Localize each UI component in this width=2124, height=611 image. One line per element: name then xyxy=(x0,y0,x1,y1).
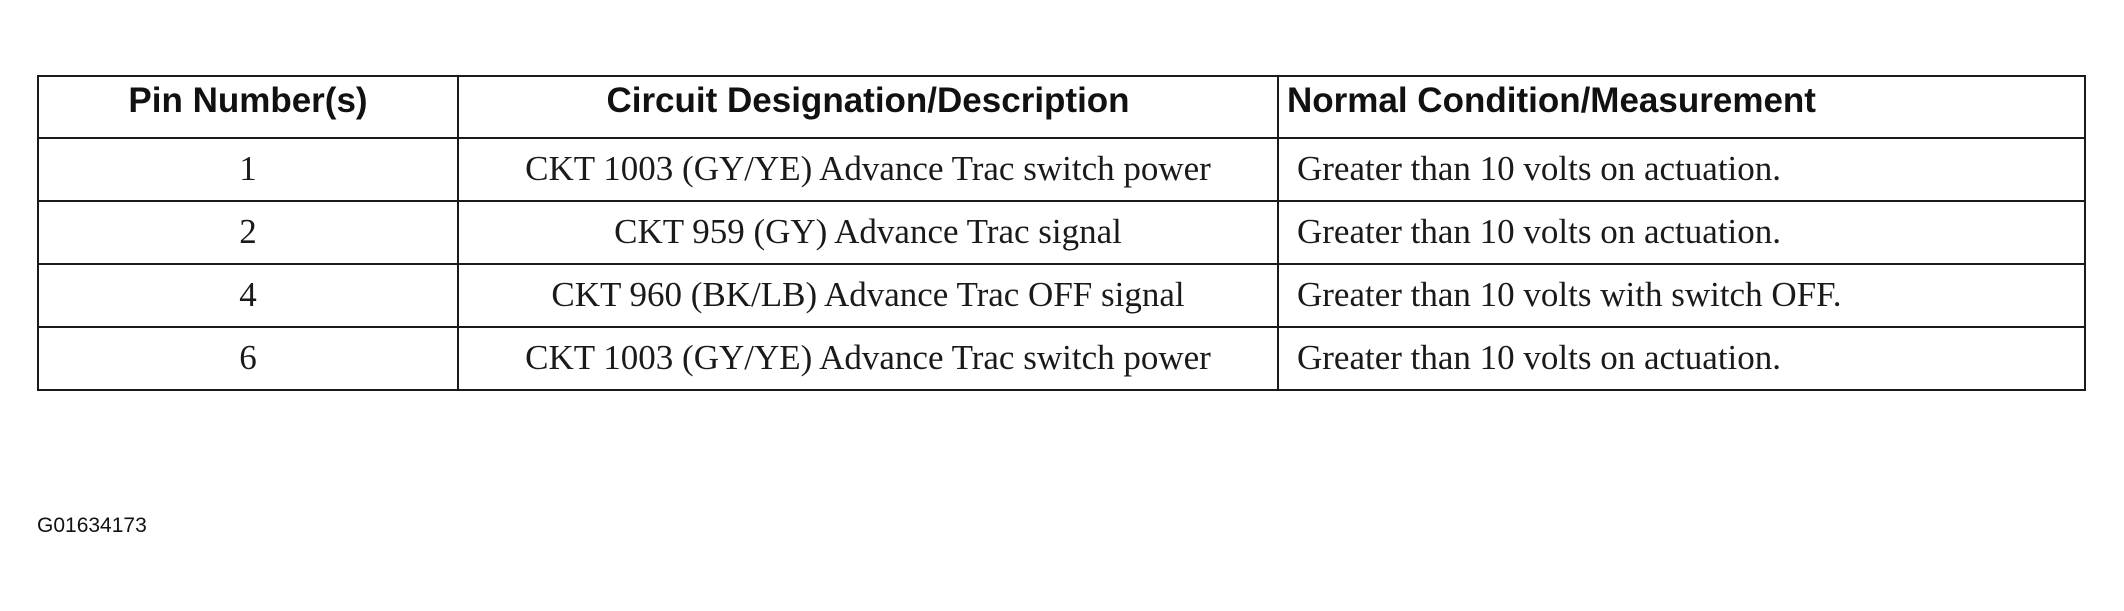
pin-cell: 4 xyxy=(37,263,459,328)
header-normal-condition: Normal Condition/Measurement xyxy=(1277,75,2086,139)
pin-cell: 6 xyxy=(37,326,459,391)
figure-id: G01634173 xyxy=(37,514,147,537)
condition-cell: Greater than 10 volts on actuation. xyxy=(1277,137,2086,202)
header-pin-number: Pin Number(s) xyxy=(37,75,459,139)
condition-cell: Greater than 10 volts on actuation. xyxy=(1277,200,2086,265)
header-circuit-designation: Circuit Designation/Description xyxy=(457,75,1279,139)
pin-cell: 2 xyxy=(37,200,459,265)
table-row: 1 CKT 1003 (GY/YE) Advance Trac switch p… xyxy=(37,137,2086,202)
condition-cell: Greater than 10 volts on actuation. xyxy=(1277,326,2086,391)
condition-cell: Greater than 10 volts with switch OFF. xyxy=(1277,263,2086,328)
table-row: 4 CKT 960 (BK/LB) Advance Trac OFF signa… xyxy=(37,263,2086,328)
table-header-row: Pin Number(s) Circuit Designation/Descri… xyxy=(37,75,2086,139)
circuit-cell: CKT 960 (BK/LB) Advance Trac OFF signal xyxy=(457,263,1279,328)
circuit-cell: CKT 959 (GY) Advance Trac signal xyxy=(457,200,1279,265)
circuit-cell: CKT 1003 (GY/YE) Advance Trac switch pow… xyxy=(457,137,1279,202)
pin-cell: 1 xyxy=(37,137,459,202)
table-row: 6 CKT 1003 (GY/YE) Advance Trac switch p… xyxy=(37,326,2086,391)
pin-table: Pin Number(s) Circuit Designation/Descri… xyxy=(37,75,2086,391)
table-row: 2 CKT 959 (GY) Advance Trac signal Great… xyxy=(37,200,2086,265)
circuit-cell: CKT 1003 (GY/YE) Advance Trac switch pow… xyxy=(457,326,1279,391)
